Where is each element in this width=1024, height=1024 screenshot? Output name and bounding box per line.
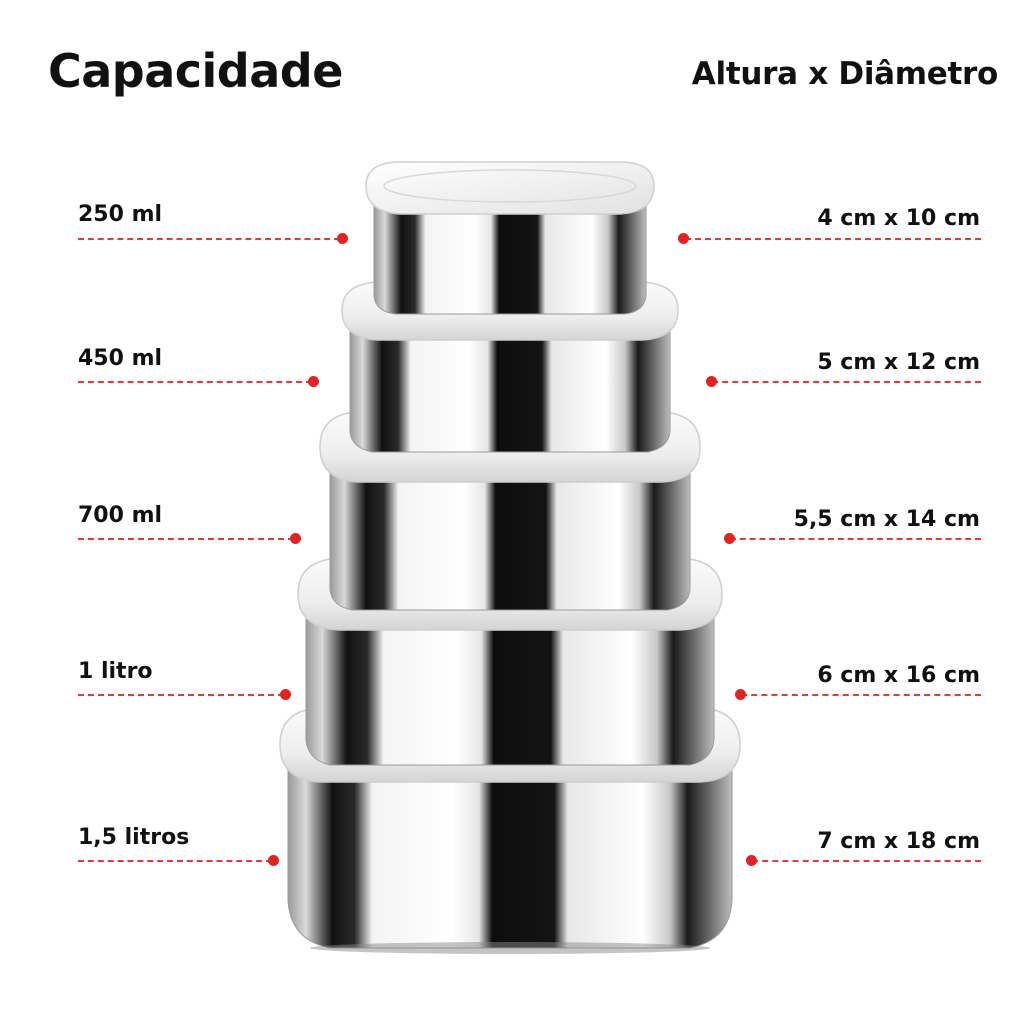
dimensions-label-1-5-litros: 7 cm x 18 cm <box>817 829 980 854</box>
leader-line-right <box>712 381 981 383</box>
capacity-label-700ml: 700 ml <box>78 503 163 528</box>
marker-dot <box>268 855 279 866</box>
dimensions-label-250ml: 4 cm x 10 cm <box>817 206 980 231</box>
dimensions-label-1-litro: 6 cm x 16 cm <box>817 663 980 688</box>
leader-line-left <box>78 694 284 696</box>
leader-line-right <box>685 238 981 240</box>
dimensions-label-450ml: 5 cm x 12 cm <box>817 350 980 375</box>
dimensions-heading: Altura x Diâmetro <box>691 56 999 92</box>
leader-line-left <box>78 238 340 240</box>
marker-dot <box>746 855 757 866</box>
marker-dot <box>735 689 746 700</box>
leader-line-left <box>78 860 272 862</box>
dimensions-label-700ml: 5,5 cm x 14 cm <box>793 507 980 532</box>
capacity-label-1-litro: 1 litro <box>78 659 153 684</box>
capacity-label-1-5-litros: 1,5 litros <box>78 825 190 850</box>
marker-dot <box>724 533 735 544</box>
marker-dot <box>290 533 301 544</box>
capacity-label-450ml: 450 ml <box>78 346 163 371</box>
leader-line-right <box>730 538 981 540</box>
leader-line-left <box>78 538 294 540</box>
leader-line-left <box>78 381 312 383</box>
marker-dot <box>280 689 291 700</box>
marker-dot <box>337 233 348 244</box>
marker-dot <box>308 376 319 387</box>
leader-line-right <box>752 860 981 862</box>
capacity-heading: Capacidade <box>48 44 343 98</box>
capacity-label-250ml: 250 ml <box>78 202 163 227</box>
marker-dot <box>706 376 717 387</box>
leader-line-right <box>741 694 981 696</box>
bowl-250-ml <box>365 161 655 315</box>
marker-dot <box>678 233 689 244</box>
